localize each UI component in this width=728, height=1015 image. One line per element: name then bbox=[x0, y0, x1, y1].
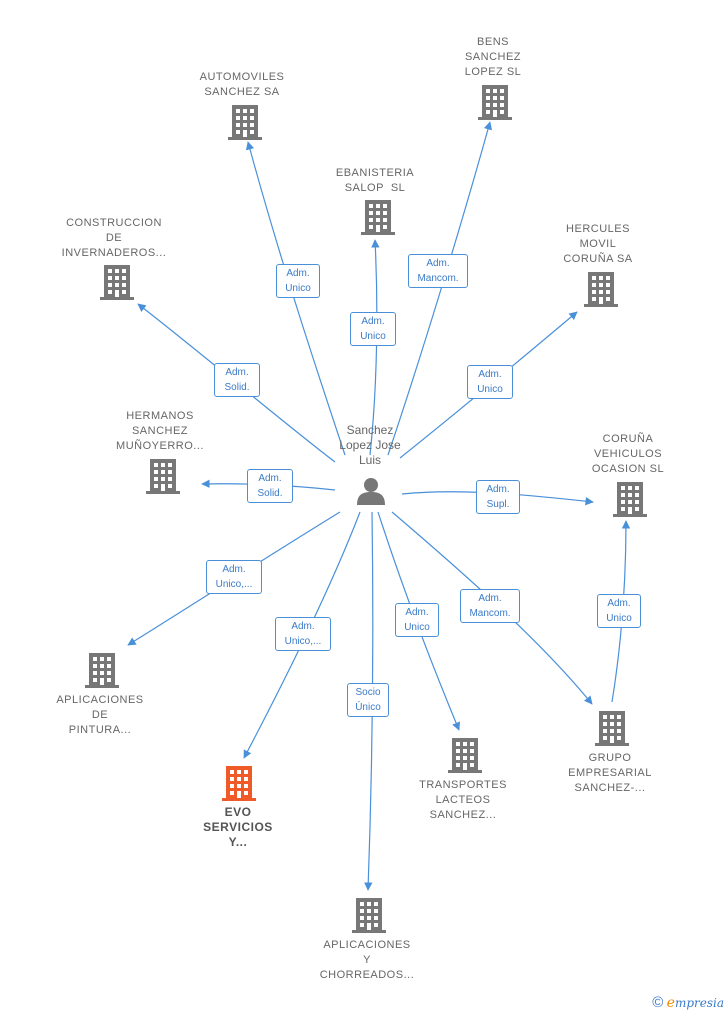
edge-bens bbox=[387, 121, 493, 456]
relation-badge-grupo[interactable]: Adm. Mancom. bbox=[460, 589, 520, 623]
relation-badge-chorreados[interactable]: Socio Único bbox=[347, 683, 389, 717]
relation-badge-bens[interactable]: Adm. Mancom. bbox=[408, 254, 468, 288]
building-icon-automoviles[interactable] bbox=[228, 105, 262, 140]
person-icon[interactable] bbox=[357, 478, 385, 505]
relation-badge-hermanos[interactable]: Adm. Solid. bbox=[247, 469, 293, 503]
company-label-evo[interactable]: EVO SERVICIOS Y... bbox=[203, 805, 273, 849]
company-label-construccion[interactable]: CONSTRUCCION DE INVERNADEROS... bbox=[61, 217, 167, 259]
relation-badge-grupo-coruna[interactable]: Adm. Unico bbox=[597, 594, 641, 628]
company-label-grupo[interactable]: GRUPO EMPRESARIAL SANCHEZ-... bbox=[568, 752, 652, 794]
brand-logo-initial: e bbox=[666, 995, 675, 1011]
building-icon-aplicaciones-pintura[interactable] bbox=[85, 653, 119, 688]
building-icon-transportes[interactable] bbox=[448, 738, 482, 773]
building-icon-evo[interactable] bbox=[222, 766, 256, 801]
center-person-label[interactable]: Sanchez Lopez Jose Luis bbox=[339, 423, 401, 467]
company-label-aplicaciones-pintura[interactable]: APLICACIONES DE PINTURA... bbox=[56, 694, 144, 736]
relation-badge-evo[interactable]: Adm. Unico,... bbox=[275, 617, 331, 651]
building-icon-coruna[interactable] bbox=[613, 482, 647, 517]
edge-automoviles bbox=[245, 141, 346, 456]
building-icon-bens[interactable] bbox=[478, 85, 512, 120]
company-label-transportes[interactable]: TRANSPORTES LACTEOS SANCHEZ... bbox=[419, 779, 507, 821]
company-label-coruna[interactable]: CORUÑA VEHICULOS OCASION SL bbox=[591, 433, 665, 475]
building-icon-construccion[interactable] bbox=[100, 265, 134, 300]
relation-badge-hercules[interactable]: Adm. Unico bbox=[467, 365, 513, 399]
relation-badge-construccion[interactable]: Adm. Solid. bbox=[214, 363, 260, 397]
relation-badge-ebanisteria[interactable]: Adm. Unico bbox=[350, 312, 396, 346]
company-label-ebanisteria[interactable]: EBANISTERIA SALOP SL bbox=[335, 167, 415, 194]
relation-badge-transportes[interactable]: Adm. Unico bbox=[395, 603, 439, 637]
company-label-bens[interactable]: BENS SANCHEZ LOPEZ SL bbox=[464, 36, 522, 78]
building-icon-grupo[interactable] bbox=[595, 711, 629, 746]
company-label-automoviles[interactable]: AUTOMOVILES SANCHEZ SA bbox=[199, 71, 285, 98]
building-icon-hermanos[interactable] bbox=[146, 459, 180, 494]
brand-footer[interactable]: © empresia bbox=[652, 994, 724, 1011]
building-icon-hercules[interactable] bbox=[584, 272, 618, 307]
company-label-aplicaciones-chorreados[interactable]: APLICACIONES Y CHORREADOS... bbox=[319, 939, 415, 981]
company-label-hercules[interactable]: HERCULES MOVIL CORUÑA SA bbox=[563, 223, 633, 265]
building-icon-ebanisteria[interactable] bbox=[361, 200, 395, 235]
relation-badge-coruna[interactable]: Adm. Supl. bbox=[476, 480, 520, 514]
relation-badge-pintura[interactable]: Adm. Unico,... bbox=[206, 560, 262, 594]
copyright-icon: © bbox=[652, 994, 664, 1011]
company-label-hermanos[interactable]: HERMANOS SANCHEZ MUÑOYERRO... bbox=[116, 410, 204, 452]
brand-logo-text: mpresia bbox=[674, 996, 724, 1010]
relation-badge-automoviles[interactable]: Adm. Unico bbox=[276, 264, 320, 298]
building-icon-aplicaciones-chorreados[interactable] bbox=[352, 898, 386, 933]
